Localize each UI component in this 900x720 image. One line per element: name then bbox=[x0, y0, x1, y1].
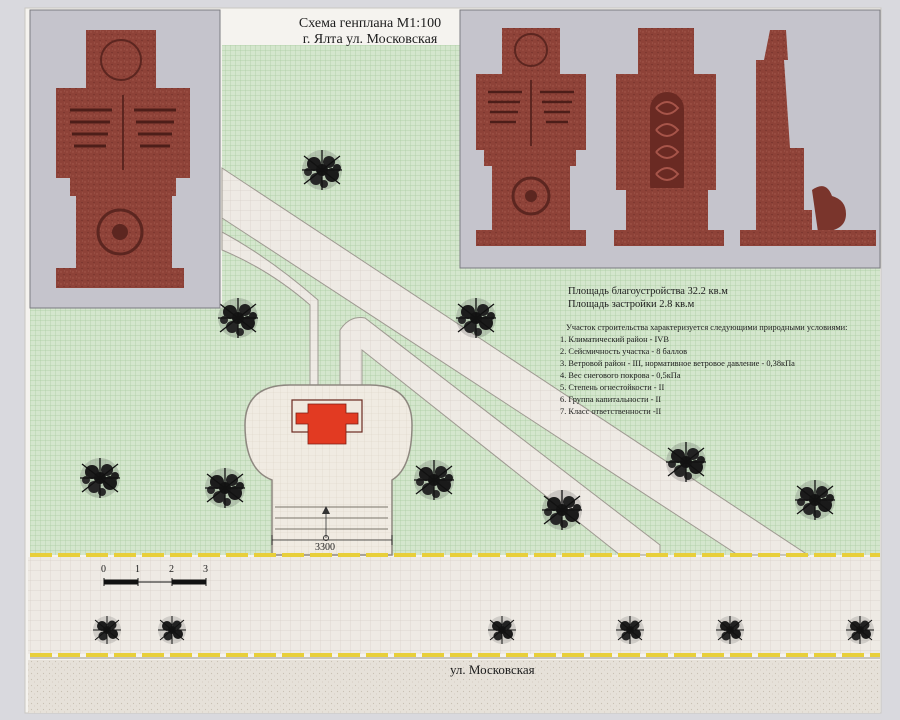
condition-item: 2. Сейсмичность участка - 8 баллов bbox=[560, 347, 688, 356]
condition-item: 6. Группа капитальности - II bbox=[560, 395, 662, 404]
sidewalk bbox=[28, 557, 880, 654]
photo-monument-views bbox=[459, 9, 881, 269]
dimension-line bbox=[271, 535, 393, 545]
scale-bar bbox=[103, 578, 207, 586]
monument-plaza bbox=[244, 384, 413, 556]
dimension-label: 3300 bbox=[315, 542, 335, 553]
scale-tick-label: 0 bbox=[101, 564, 106, 575]
condition-item: 1. Климатический район - IVB bbox=[560, 335, 669, 344]
steps bbox=[275, 506, 388, 530]
scale-tick-label: 2 bbox=[169, 564, 174, 575]
plan-title-line1: Схема генплана М1:100 bbox=[298, 16, 442, 31]
street-road bbox=[28, 660, 880, 713]
monument-cross bbox=[295, 403, 359, 445]
improvement-area: Площадь благоустройства 32.2 кв.м bbox=[568, 286, 728, 297]
condition-item: 4. Вес снегового покрова - 0,5кПа bbox=[560, 371, 681, 380]
photo-monument-front bbox=[29, 9, 221, 309]
condition-item: 5. Степень огнестойкости - II bbox=[560, 383, 665, 392]
curved-walkway bbox=[221, 212, 661, 556]
building-area: Площадь застройки 2.8 кв.м bbox=[568, 299, 695, 310]
scale-tick-label: 3 bbox=[203, 564, 208, 575]
plan-title-line2: г. Ялта ул. Московская bbox=[302, 32, 438, 47]
condition-item: 7. Класс ответственности -II bbox=[560, 407, 662, 416]
lawn bbox=[30, 45, 880, 555]
condition-item: 3. Ветровой район - III, нормативное вет… bbox=[560, 359, 795, 368]
scale-tick-label: 1 bbox=[135, 564, 140, 575]
street-name: ул. Московская bbox=[450, 662, 535, 677]
conditions-heading: Участок строительства характеризуется сл… bbox=[566, 323, 848, 332]
